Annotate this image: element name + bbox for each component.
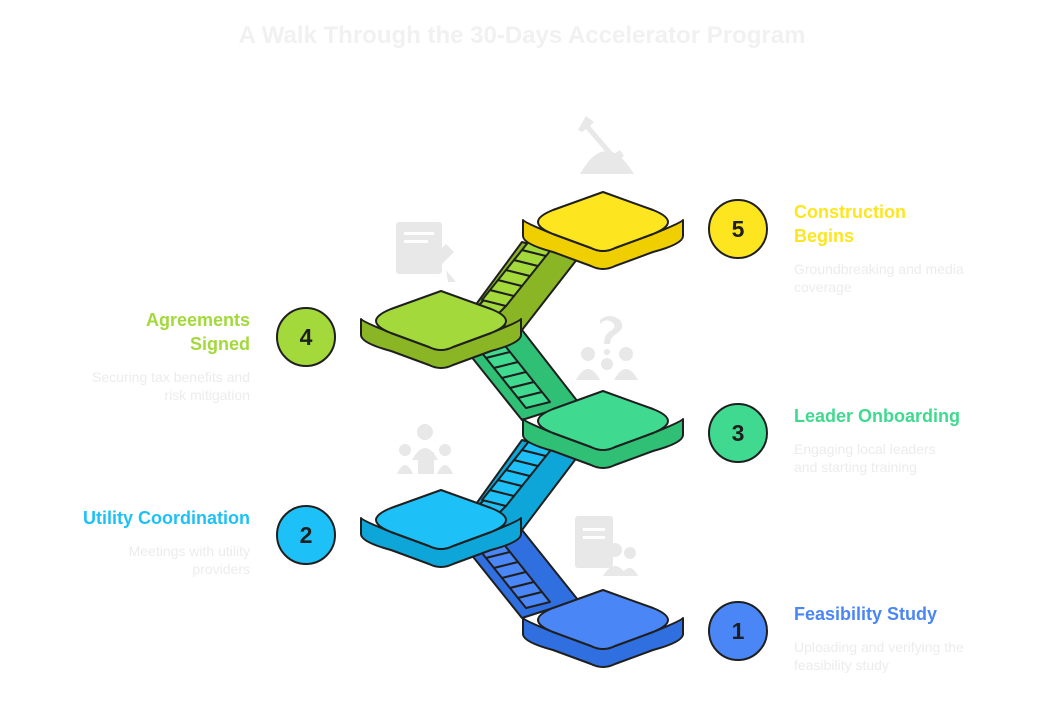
step-1-number-badge: 1 <box>708 601 768 661</box>
stair-1-to-2 <box>465 529 579 619</box>
step-2-description: Meetings with utility providers <box>128 543 250 577</box>
step-3-number-badge: 3 <box>708 403 768 463</box>
step-2-number-badge: 2 <box>276 505 336 565</box>
step-4-heading: Agreements Signed <box>145 310 250 354</box>
step-5-description: Groundbreaking and media coverage <box>794 261 964 295</box>
step-1-heading: Feasibility Study <box>794 604 938 624</box>
contract-sign-icon <box>396 222 456 282</box>
step-1-description: Uploading and verifying the feasibility … <box>794 639 964 673</box>
step-4-description: Securing tax benefits and risk mitigatio… <box>92 369 250 403</box>
step-5-number-badge: 5 <box>708 199 768 259</box>
group-question-icon <box>576 316 638 380</box>
step-5-heading: Construction Begins <box>794 202 906 246</box>
step-2-heading: Utility Coordination <box>83 508 250 528</box>
step-4-number-badge: 4 <box>276 307 336 367</box>
step-3-heading: Leader Onboarding <box>794 406 961 426</box>
diagram-title: A Walk Through the 30-Days Accelerator P… <box>238 22 806 49</box>
step-3-description: Engaging local leaders and starting trai… <box>794 441 936 475</box>
document-users-icon <box>575 516 638 576</box>
meeting-icon <box>397 424 453 474</box>
shovel-dirt-icon <box>578 116 634 174</box>
